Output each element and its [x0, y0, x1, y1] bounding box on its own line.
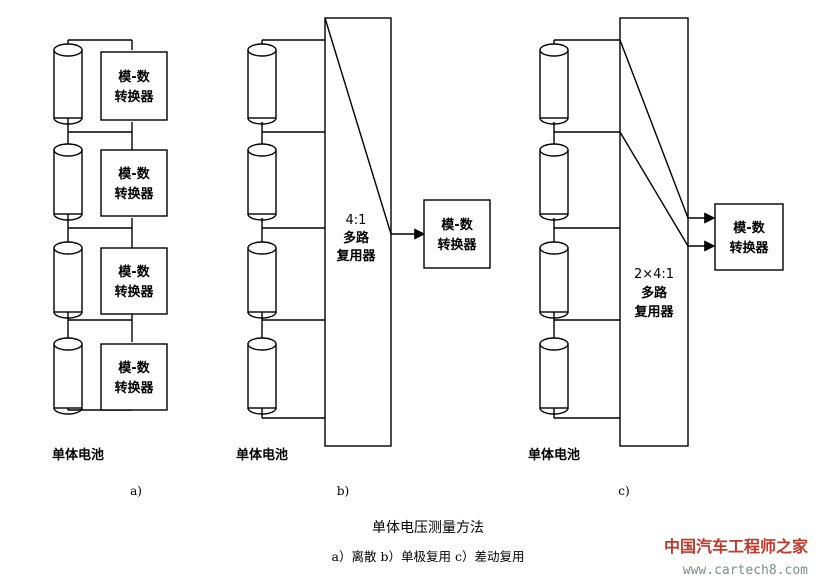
panel-b: 4:1 多路 复用器 模-数 转换器 单体电池 b): [236, 17, 491, 498]
mux-label-line3: 复用器: [335, 248, 376, 264]
watermark-url: www.cartech8.com: [683, 563, 808, 578]
adc-box: 模-数 转换器: [714, 203, 784, 271]
panel-a: 模-数 转换器 模-数 转换器 模-数 转换器 模-数 转换器 单体电池 a): [52, 39, 168, 498]
battery-cell-icon: [53, 43, 83, 125]
svg-text:模-数: 模-数: [118, 360, 150, 376]
panel-b-label: b): [337, 484, 349, 498]
battery-cell-icon: [539, 143, 569, 221]
battery-cell-icon: [539, 241, 569, 319]
battery-cell-icon: [53, 241, 83, 319]
mux-box: [324, 17, 392, 447]
cells-label: 单体电池: [528, 447, 580, 463]
panel-c: 2×4:1 多路 复用器 模-数 转换器 单体电池 c): [528, 17, 784, 498]
svg-text:模-数: 模-数: [441, 217, 473, 233]
battery-cell-icon: [539, 43, 569, 125]
svg-text:转换器: 转换器: [437, 237, 477, 253]
adc-box: 模-数 转换器: [100, 343, 168, 411]
mux-box: [619, 17, 689, 447]
adc-box: 模-数 转换器: [100, 247, 168, 315]
figure-caption: a）离散 b）单极复用 c）差动复用: [332, 549, 525, 564]
figure-title: 单体电压测量方法: [372, 520, 484, 536]
svg-text:转换器: 转换器: [114, 186, 154, 202]
svg-text:模-数: 模-数: [118, 166, 150, 182]
panel-c-label: c): [618, 484, 629, 498]
adc-box: 模-数 转换器: [423, 199, 491, 269]
battery-cell-icon: [247, 43, 277, 125]
svg-text:模-数: 模-数: [118, 69, 150, 85]
battery-cell-icon: [247, 241, 277, 319]
svg-text:转换器: 转换器: [729, 240, 769, 256]
battery-cell-icon: [53, 337, 83, 415]
mux-label-line3: 复用器: [633, 304, 674, 320]
battery-cell-icon: [539, 337, 569, 415]
mux-label-line2: 多路: [641, 285, 668, 301]
cells-label: 单体电池: [52, 447, 104, 463]
adc-box: 模-数 转换器: [100, 149, 168, 217]
svg-text:模-数: 模-数: [733, 220, 765, 236]
mux-label-line2: 多路: [343, 230, 370, 246]
adc-box: 模-数 转换器: [100, 51, 168, 121]
battery-cell-icon: [53, 143, 83, 221]
mux-label-ratio: 4:1: [346, 213, 367, 228]
svg-text:转换器: 转换器: [114, 380, 154, 396]
battery-cell-icon: [247, 337, 277, 415]
panel-a-label: a): [130, 484, 142, 498]
watermark-site-name: 中国汽车工程师之家: [664, 537, 809, 556]
cells-label: 单体电池: [236, 447, 288, 463]
svg-text:模-数: 模-数: [118, 264, 150, 280]
svg-text:转换器: 转换器: [114, 89, 154, 105]
svg-text:转换器: 转换器: [114, 284, 154, 300]
mux-label-ratio: 2×4:1: [634, 267, 674, 282]
battery-cell-icon: [247, 143, 277, 221]
watermark: 中国汽车工程师之家 www.cartech8.com: [664, 537, 809, 578]
